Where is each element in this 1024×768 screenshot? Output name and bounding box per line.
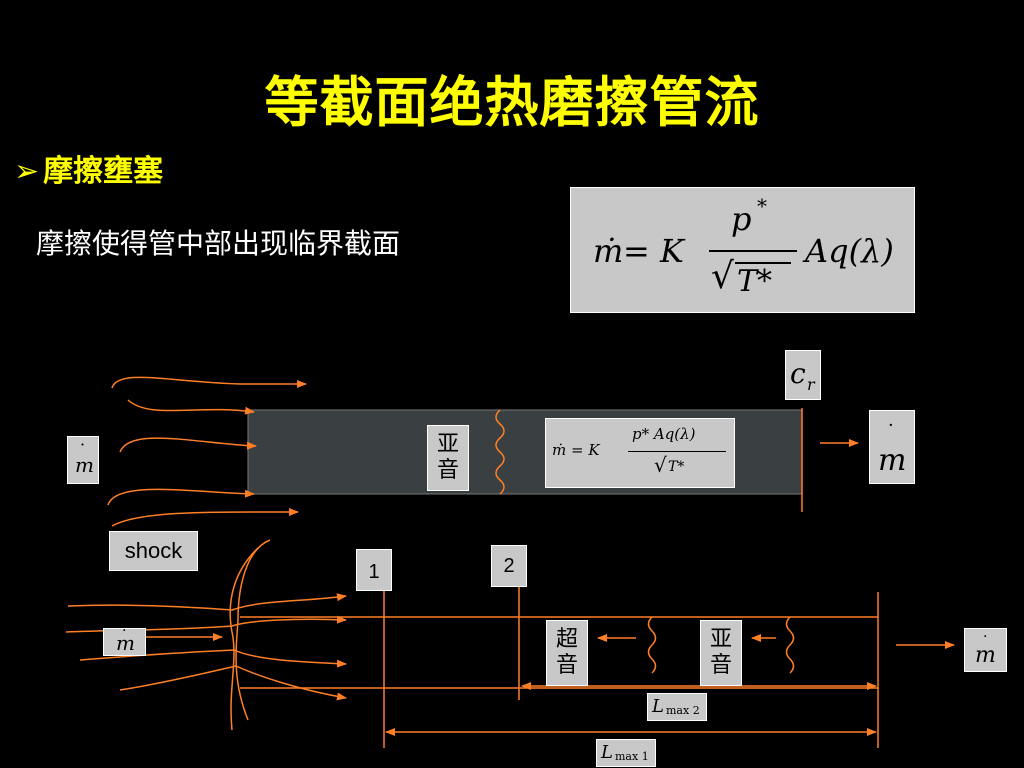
description-text: 摩擦使得管中部出现临界截面 (36, 227, 401, 260)
mdot-dot: · (888, 415, 894, 436)
mdot-inlet-bottom: · m (103, 623, 146, 656)
mdot-text: m (75, 453, 94, 477)
lmax2-sub: max 2 (666, 704, 700, 717)
subsonic-label-top: 亚音 (427, 425, 469, 491)
shock-label: shock (109, 531, 198, 571)
small-formula-numerator: p* Aq(λ) (632, 425, 696, 443)
mdot-dot: · (983, 629, 988, 645)
mdot-text: m (116, 631, 135, 655)
bullet-text: 摩擦壅塞 (43, 154, 164, 189)
mdot-outlet-top: · m (869, 410, 915, 484)
lmax1-label: L max 1 (596, 739, 656, 767)
small-fraction-bar (628, 451, 726, 452)
cr-main-text: c (790, 357, 806, 390)
formula-suffix: Aq(λ) (805, 232, 894, 270)
main-formula-box: ṁ = K p * √ T* Aq(λ) (570, 187, 915, 313)
lmax1-main: L (601, 742, 613, 763)
small-formula-denominator: T* (668, 459, 685, 475)
formula-numerator-star: * (757, 194, 767, 218)
inflow-streamlines-top (107, 376, 307, 527)
mdot-dot: · (122, 623, 127, 639)
bullet-heading: ➢摩擦壅塞 (14, 146, 163, 190)
cr-sub-text: r (807, 375, 815, 394)
formula-mdot: ṁ (593, 232, 624, 270)
small-sqrt-icon: √ (654, 453, 667, 477)
mdot-text: m (975, 643, 996, 668)
lmax2-label: L max 2 (647, 693, 707, 721)
sqrt-icon: √ (711, 256, 734, 297)
formula-eq-k: = K (623, 232, 684, 270)
sqrt-bar (735, 262, 791, 264)
wave-front-1 (647, 616, 657, 674)
top-wave-front (495, 409, 505, 495)
subsonic-label-bottom: 亚音 (700, 620, 742, 686)
arrow-bullet-icon: ➢ (14, 154, 40, 189)
slide-title: 等截面绝热磨擦管流 (264, 71, 760, 134)
cr-label: c r (785, 350, 821, 400)
formula-numerator: p (731, 200, 752, 238)
mdot-dot: · (80, 435, 86, 454)
mdot-text: m (878, 443, 907, 478)
small-formula-box: ṁ = K p* Aq(λ) √ T* (545, 418, 735, 488)
shock-curves (229, 539, 271, 731)
mdot-outlet-bottom: · m (964, 628, 1007, 672)
section-2-label: 2 (491, 545, 527, 587)
small-formula-lhs: ṁ = K (552, 441, 600, 459)
supersonic-label: 超音 (546, 620, 588, 686)
section-1-label: 1 (356, 549, 392, 591)
lmax2-main: L (652, 696, 664, 717)
formula-fraction-bar (709, 250, 797, 252)
lmax1-sub: max 1 (615, 750, 649, 763)
formula-denominator: T* (737, 264, 773, 299)
wave-front-2 (785, 616, 795, 674)
mdot-inlet-top: · m (67, 435, 99, 484)
